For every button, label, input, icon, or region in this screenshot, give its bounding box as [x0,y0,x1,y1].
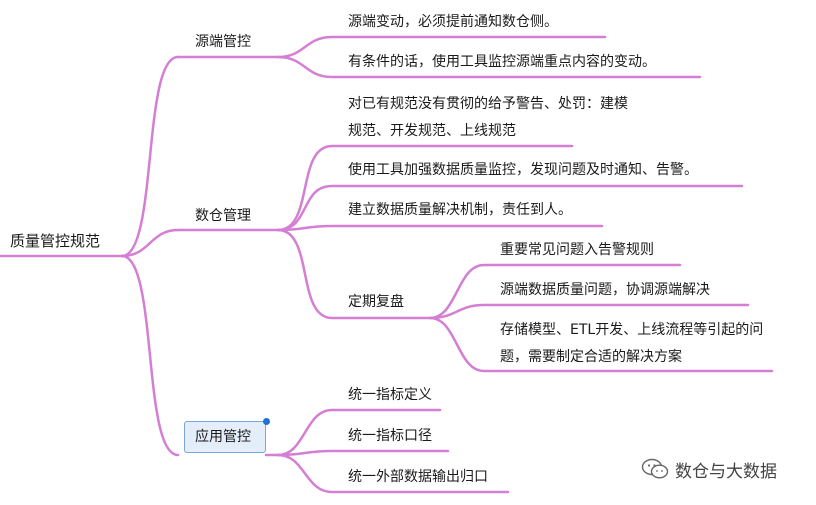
leaf-standards-enforcement[interactable]: 对已有规范没有贯彻的给予警告、处罚：建模规范、开发规范、上线规范 [348,96,628,139]
branch-app-control[interactable]: 应用管控 [195,429,251,445]
selection-handle[interactable] [263,418,270,425]
leaf-unified-metric-caliber[interactable]: 统一指标口径 [348,428,432,444]
watermark: 数仓与大数据 [641,457,777,482]
link-root-branch3 [120,254,180,457]
branch-source-control[interactable]: 源端管控 [195,34,251,50]
root-topic[interactable]: 质量管控规范 [10,232,101,250]
leaf-quality-monitoring[interactable]: 使用工具加强数据质量监控，发现问题及时通知、告警。 [348,162,698,178]
leaf-unified-metric-definition[interactable]: 统一指标定义 [348,387,432,403]
link-root-branch1 [120,55,180,258]
branch-app-control-selected[interactable] [184,421,266,453]
leaf-quality-mechanism[interactable]: 建立数据质量解决机制，责任到人。 [348,202,572,218]
leaf-source-change-notice[interactable]: 源端变动，必须提前通知数仓侧。 [348,14,558,30]
leaf-unified-output-entry[interactable]: 统一外部数据输出归口 [348,469,488,485]
branch-warehouse-management[interactable]: 数仓管理 [195,208,251,224]
leaf-alert-rules[interactable]: 重要常见问题入告警规则 [500,242,654,258]
link-root-branch2 [120,228,180,258]
watermark-text: 数仓与大数据 [675,461,777,482]
leaf-source-quality-issue[interactable]: 源端数据质量问题，协调源端解决 [500,282,710,298]
leaf-source-monitor-tool[interactable]: 有条件的话，使用工具监控源端重点内容的变动。 [348,54,656,70]
wechat-icon [641,458,669,479]
sub-branch-periodic-review[interactable]: 定期复盘 [348,294,404,310]
leaf-process-issues[interactable]: 存储模型、ETL开发、上线流程等引起的问题，需要制定合适的解决方案 [500,322,764,365]
